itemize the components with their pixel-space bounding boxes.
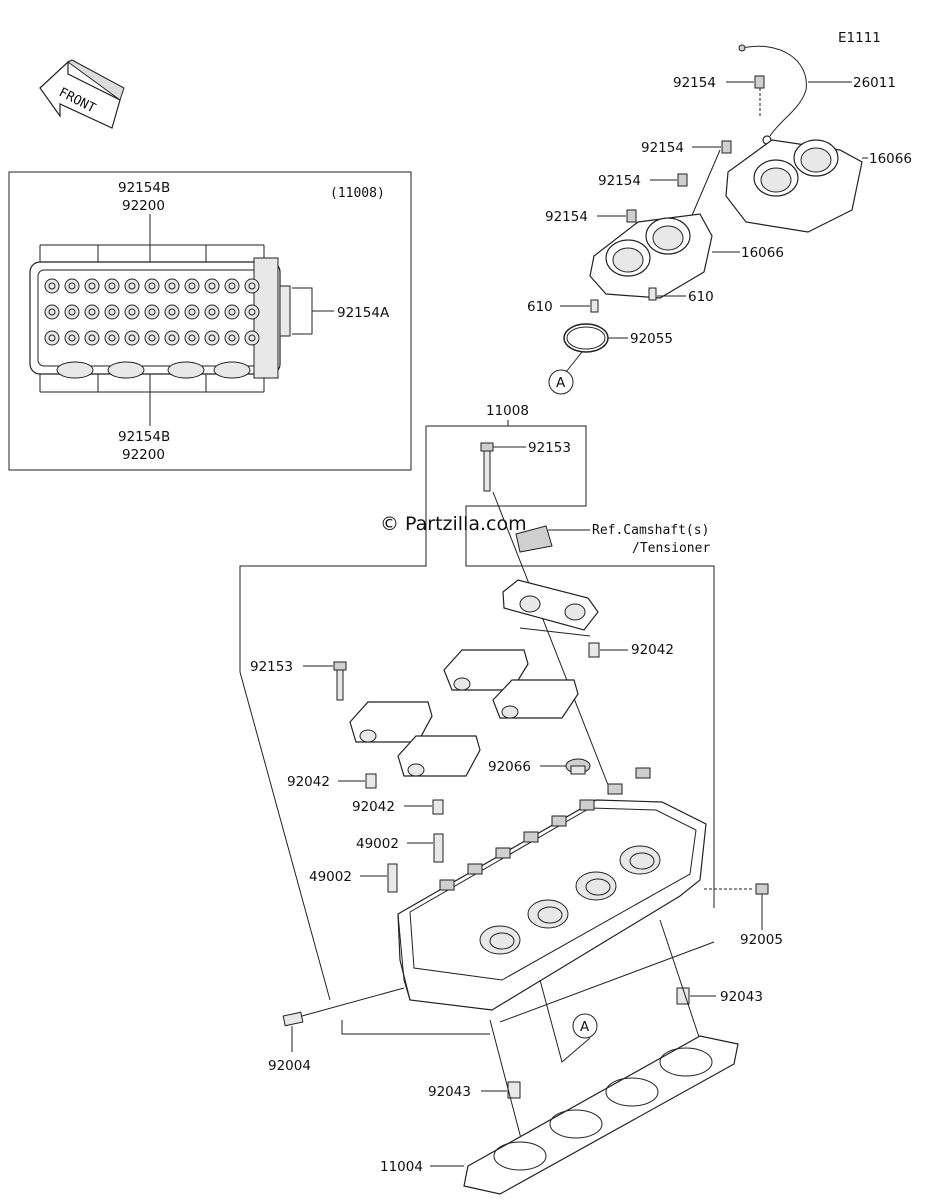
circle-ref-top: A (556, 375, 566, 391)
throttle-body-assembly: 26011 92154 92154 92154 92154 16066 1606… (527, 44, 912, 395)
label-92005: 92005 (740, 932, 783, 948)
label-92042-right: 92042 (631, 642, 674, 658)
inset-reference: (11008) (330, 186, 385, 201)
label-92154-d: 92154 (545, 209, 588, 225)
label-92004: 92004 (268, 1058, 311, 1074)
inset-label-92200-bottom: 92200 (122, 447, 165, 463)
label-92153-top: 92153 (528, 440, 571, 456)
label-92043-left: 92043 (428, 1084, 471, 1100)
label-92055: 92055 (630, 331, 673, 347)
label-92154-c: 92154 (598, 173, 641, 189)
inset-label-92154B-bottom: 92154B (118, 429, 170, 445)
label-92154-b: 92154 (641, 140, 684, 156)
inset-label-92154A: 92154A (337, 305, 390, 321)
reference-note-line2: /Tensioner (632, 541, 710, 556)
cylinder-head-assembly: 11008 © Partzilla.com Ref.Camshaft(s) /T… (239, 403, 783, 1195)
label-92042-left: 92042 (287, 774, 330, 790)
label-11004: 11004 (380, 1159, 423, 1175)
label-92042-mid: 92042 (352, 799, 395, 815)
label-16066-upper: 16066 (869, 151, 912, 167)
diagram-code: E1111 (838, 30, 881, 46)
label-92153-left: 92153 (250, 659, 293, 675)
inset-label-92154B-top: 92154B (118, 180, 170, 196)
label-92043-right: 92043 (720, 989, 763, 1005)
label-92154-a: 92154 (673, 75, 716, 91)
label-16066-lower: 16066 (741, 245, 784, 261)
label-11008: 11008 (486, 403, 529, 419)
label-49002-lower: 49002 (309, 869, 352, 885)
reference-note-line1: Ref.Camshaft(s) (592, 523, 709, 538)
inset-label-92200-top: 92200 (122, 198, 165, 214)
inset-assembly: (11008) 92154B 92200 92154A 92154B 92200 (8, 171, 412, 471)
label-610-left: 610 (527, 299, 553, 315)
circle-ref-bottom: A (580, 1019, 590, 1035)
label-92066: 92066 (488, 759, 531, 775)
front-arrow-icon: FRONT (39, 59, 125, 129)
label-610-right: 610 (688, 289, 714, 305)
label-26011: 26011 (853, 75, 896, 91)
watermark: © Partzilla.com (380, 513, 527, 535)
label-49002-upper: 49002 (356, 836, 399, 852)
